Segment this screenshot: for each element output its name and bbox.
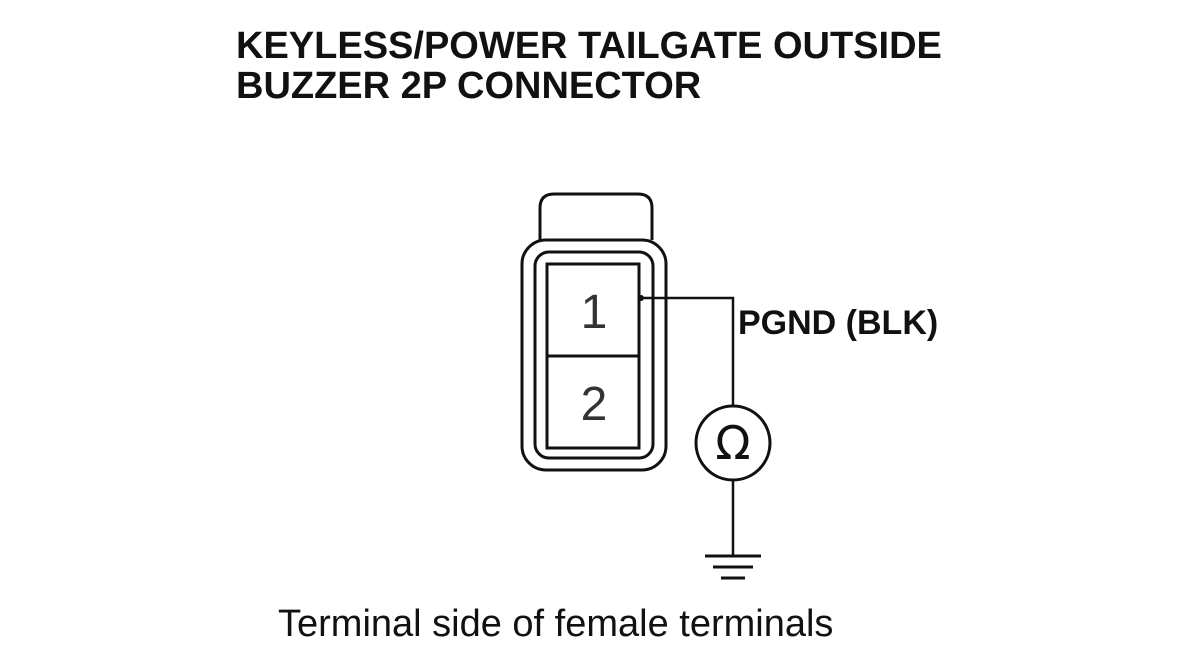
- view-caption: Terminal side of female terminals: [278, 603, 834, 645]
- wire-label: PGND (BLK): [738, 304, 938, 342]
- diagram-title: KEYLESS/POWER TAILGATE OUTSIDE BUZZER 2P…: [236, 26, 942, 106]
- title-line-2: BUZZER 2P CONNECTOR: [236, 65, 702, 107]
- ground-icon: [705, 554, 761, 580]
- terminal-2-cavity: [545, 354, 641, 450]
- title-line-1: KEYLESS/POWER TAILGATE OUTSIDE: [236, 25, 942, 67]
- connector-body-inner: [533, 250, 655, 460]
- ohm-symbol: Ω: [715, 416, 750, 470]
- test-wire: [641, 296, 735, 406]
- terminal-2-label: 2: [581, 378, 608, 431]
- connector-lock-tab: [538, 192, 654, 240]
- terminal-1-label: 1: [581, 286, 608, 339]
